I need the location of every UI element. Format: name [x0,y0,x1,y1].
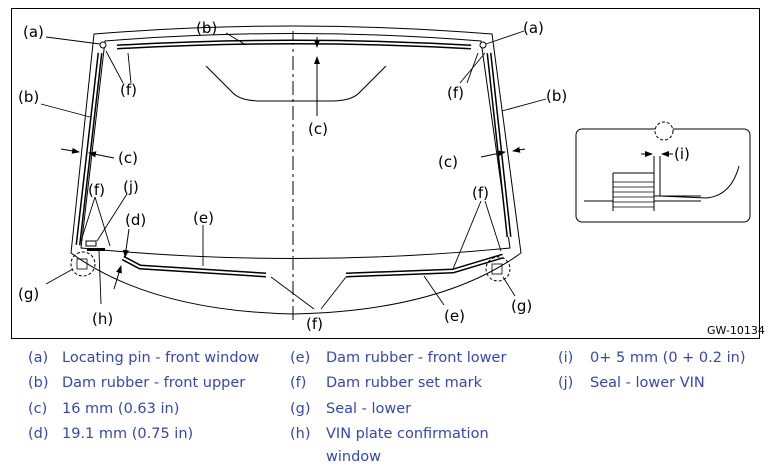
legend-text-g: Seal - lower [326,401,412,417]
callout-i: (i) [674,145,690,163]
callout-a-right: (a) [523,19,544,37]
callout-a-left: (a) [23,23,44,41]
callout-b-top: (b) [196,19,217,37]
legend-key-f: (f) [290,375,307,391]
callout-f-lower-right: (f) [472,184,489,202]
locating-pin-left [99,41,107,49]
legend-text-e: Dam rubber - front lower [326,350,507,366]
callout-c-left: (c) [118,149,138,167]
legend-key-j: (j) [558,375,574,391]
dam-rubber-strips [75,39,512,278]
callout-f-bottom: (f) [306,315,323,333]
callout-f-upper-right: (f) [447,84,464,102]
callout-c-center: (c) [308,120,328,138]
seal-circle-left [70,251,96,277]
figure-code: GW-10134 [707,324,765,337]
callout-d: (d) [125,211,146,229]
callout-c-right: (c) [438,153,458,171]
inset-detail [575,121,751,223]
callout-e-right: (e) [444,307,465,325]
legend-text-c: 16 mm (0.63 in) [62,401,180,417]
callout-b-right: (b) [546,87,567,105]
legend-key-e: (e) [290,350,311,366]
legend-text-j: Seal - lower VIN [590,375,705,391]
seal-circle-right [485,256,511,282]
legend-key-g: (g) [290,401,311,417]
callout-g-left: (g) [18,285,39,303]
callout-f-upper-left: (f) [120,81,137,99]
locating-pin-right [479,41,487,49]
callout-h: (h) [92,310,113,328]
callout-labels: (a) (b) (a) (b) (f) (f) (b) (c) (c) (c) … [18,19,765,337]
legend-key-d: (d) [28,426,49,442]
legend-text-i: 0+ 5 mm (0 + 0.2 in) [590,350,746,366]
callout-e-left: (e) [193,209,214,227]
legend-text-a: Locating pin - front window [62,350,260,366]
callout-g-right: (g) [511,297,532,315]
legend-text-b: Dam rubber - front upper [62,375,246,391]
callout-j: (j) [123,178,139,196]
legend-text-d: 19.1 mm (0.75 in) [62,426,194,442]
legend-key-h: (h) [290,426,311,442]
legend-text-h-line2: window [326,449,382,465]
legend-key-b: (b) [28,375,49,391]
windshield-diagram: (a) (b) (a) (b) (f) (f) (b) (c) (c) (c) … [11,8,765,339]
legend-key-a: (a) [28,350,49,366]
windshield-outline [70,25,522,321]
legend-text-f: Dam rubber set mark [326,375,482,391]
vin-plate [85,240,97,247]
legend-key-i: (i) [558,350,574,366]
callout-f-lower-left: (f) [88,181,105,199]
callout-b-left: (b) [18,88,39,106]
legend-text-h: VIN plate confirmation [326,426,489,442]
legend-key-c: (c) [28,401,48,417]
